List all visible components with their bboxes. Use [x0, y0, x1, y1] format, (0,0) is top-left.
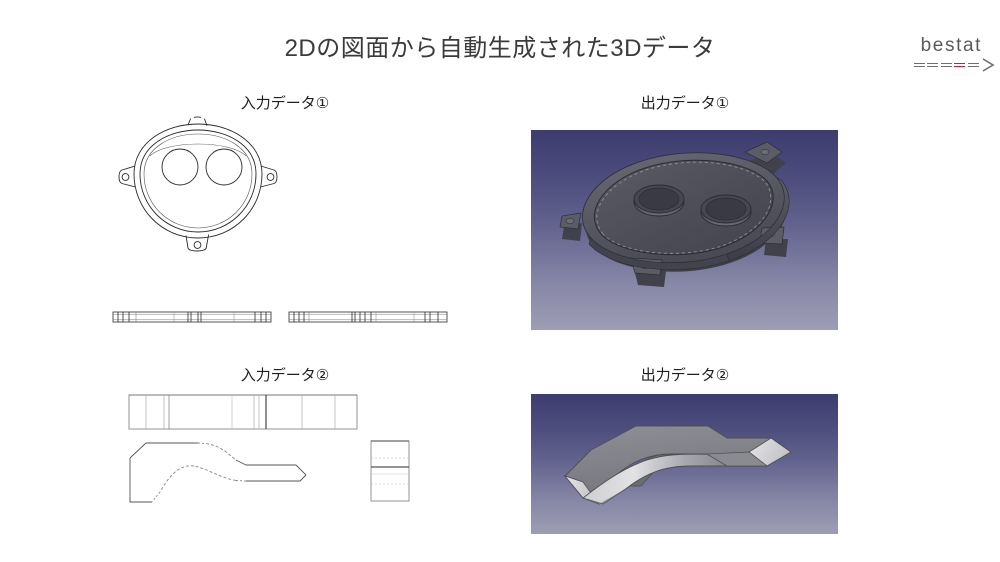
drawing-cover-plate-section-left	[112, 306, 272, 328]
bestat-logo: bestat	[878, 35, 995, 76]
logo-dash-accent	[954, 62, 965, 68]
caption-output-1: 出力データ①	[640, 95, 730, 112]
drawing-cover-plate-section-right	[288, 306, 448, 328]
caption-input-2: 入力データ②	[240, 367, 330, 384]
logo-dash	[927, 62, 938, 68]
page-title: 2Dの図面から自動生成された3Dデータ	[284, 35, 716, 62]
drawing-bracket-side-view	[370, 440, 410, 502]
render-bent-bracket-3d	[531, 394, 838, 534]
logo-wordmark: bestat	[920, 35, 982, 56]
logo-dash	[913, 62, 925, 68]
logo-dash	[967, 62, 979, 68]
render-cover-plate-3d	[531, 130, 838, 330]
drawing-cover-plate-top-view	[108, 114, 288, 274]
caption-input-1: 入力データ①	[240, 95, 330, 112]
drawing-bracket-profile-view	[128, 440, 358, 508]
drawing-bracket-plan-view	[128, 394, 358, 430]
dashed-arrow-icon	[878, 58, 995, 72]
logo-dash	[940, 62, 952, 68]
caption-output-2: 出力データ②	[640, 367, 730, 384]
